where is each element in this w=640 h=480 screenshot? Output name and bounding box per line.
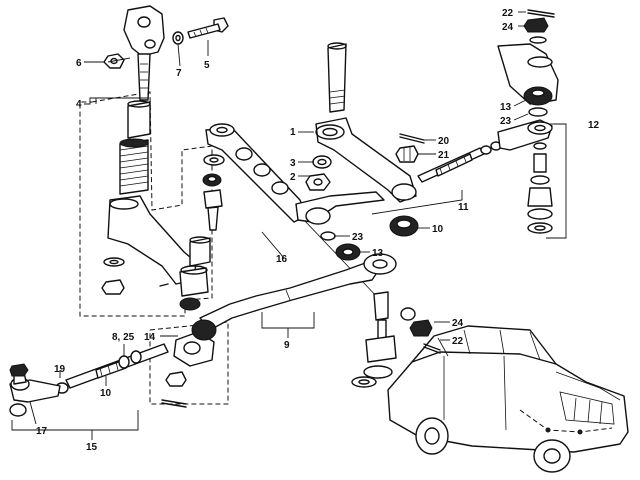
knuckle-dust-boot	[523, 86, 553, 106]
knuckle-castle-nut	[523, 17, 549, 33]
relay-link-upper-bar	[205, 123, 307, 223]
callout-23-top: 23	[500, 116, 512, 127]
relay-link-snap-ring	[320, 231, 336, 241]
relay-rod-cotter	[161, 399, 187, 408]
relay-rod-left-end	[173, 319, 217, 367]
castle-nut-lower	[409, 319, 433, 337]
idler-lower-nut	[101, 279, 125, 295]
damper-top-bushing	[203, 154, 225, 166]
pitman-lock-washer	[312, 155, 332, 169]
cotter-pin-upper	[399, 133, 425, 144]
sector-shaft	[327, 42, 347, 113]
idler-small-pin	[159, 283, 169, 287]
relay-link-dust-boot-right	[389, 215, 419, 237]
idler-lower-washer	[103, 257, 125, 267]
callout-20: 20	[438, 136, 450, 147]
center-stud-assembly	[351, 291, 397, 388]
damper-stud	[203, 189, 223, 231]
callout-11: 11	[458, 202, 469, 213]
center-grommet	[400, 307, 416, 321]
callout-19: 19	[54, 364, 66, 375]
damper-ring-gear	[202, 173, 222, 187]
callout-13-top: 13	[500, 102, 512, 113]
callout-10-top: 10	[432, 224, 444, 235]
cross-rod	[199, 253, 397, 331]
knuckle-washer-top	[529, 36, 547, 44]
side-rod-right-end	[497, 119, 553, 151]
knuckle-cotter-pin	[527, 9, 555, 18]
callout-21: 21	[438, 150, 450, 161]
side-rod-left-tube	[65, 343, 169, 389]
knuckle-lower-parts	[527, 142, 553, 234]
callout-10-bottom: 10	[100, 388, 112, 399]
callout-4: 4	[76, 99, 82, 110]
pitman-arm	[315, 117, 417, 203]
idler-rubber-bushing	[119, 138, 149, 195]
relay-link-boot	[235, 147, 289, 195]
damper-upper-sleeve	[189, 236, 211, 267]
callout-14: 14	[144, 332, 156, 343]
callout-17: 17	[36, 426, 48, 437]
leader-lines	[11, 11, 567, 440]
side-rod-right	[417, 141, 502, 183]
castle-nut-upper	[395, 145, 419, 163]
damper-dark-seal	[179, 297, 201, 311]
callout-7: 7	[176, 68, 182, 79]
callout-24-top: 24	[502, 22, 514, 33]
callout-15: 15	[86, 442, 98, 453]
callout-12: 12	[588, 120, 600, 131]
idler-bushing-sleeve	[127, 100, 151, 139]
relay-link-dust-boot-mid	[335, 243, 361, 261]
damper-cup	[179, 265, 209, 297]
callout-22-bottom: 22	[452, 336, 464, 347]
car-silhouette	[387, 325, 629, 473]
callout-5: 5	[204, 60, 210, 71]
relay-rod-lower-nut	[165, 371, 187, 387]
callout-labels: 1 2 3 4 5 6 7 8, 25 9 10 10 11 12 13 13 …	[36, 8, 600, 453]
callout-22-top: 22	[502, 8, 514, 19]
callout-6: 6	[76, 58, 82, 69]
pitman-nut	[305, 173, 331, 191]
relay-link-arm	[295, 191, 385, 225]
bracket-washer	[172, 31, 184, 45]
side-rod-left-lock-nuts	[118, 350, 142, 369]
callout-8-25: 8, 25	[112, 332, 135, 343]
callout-9: 9	[284, 340, 290, 351]
knuckle-snap-ring	[528, 107, 548, 117]
idler-arm-bracket	[123, 5, 165, 101]
callout-23-mid: 23	[352, 232, 364, 243]
callout-2: 2	[290, 172, 296, 183]
tie-rod-end-left	[9, 363, 61, 417]
callout-13-mid: 13	[372, 248, 384, 259]
callout-24-bottom: 24	[452, 318, 464, 329]
callout-3: 3	[290, 158, 296, 169]
callout-16: 16	[276, 254, 288, 265]
callout-1: 1	[290, 127, 296, 138]
bracket-bolt	[187, 17, 229, 39]
